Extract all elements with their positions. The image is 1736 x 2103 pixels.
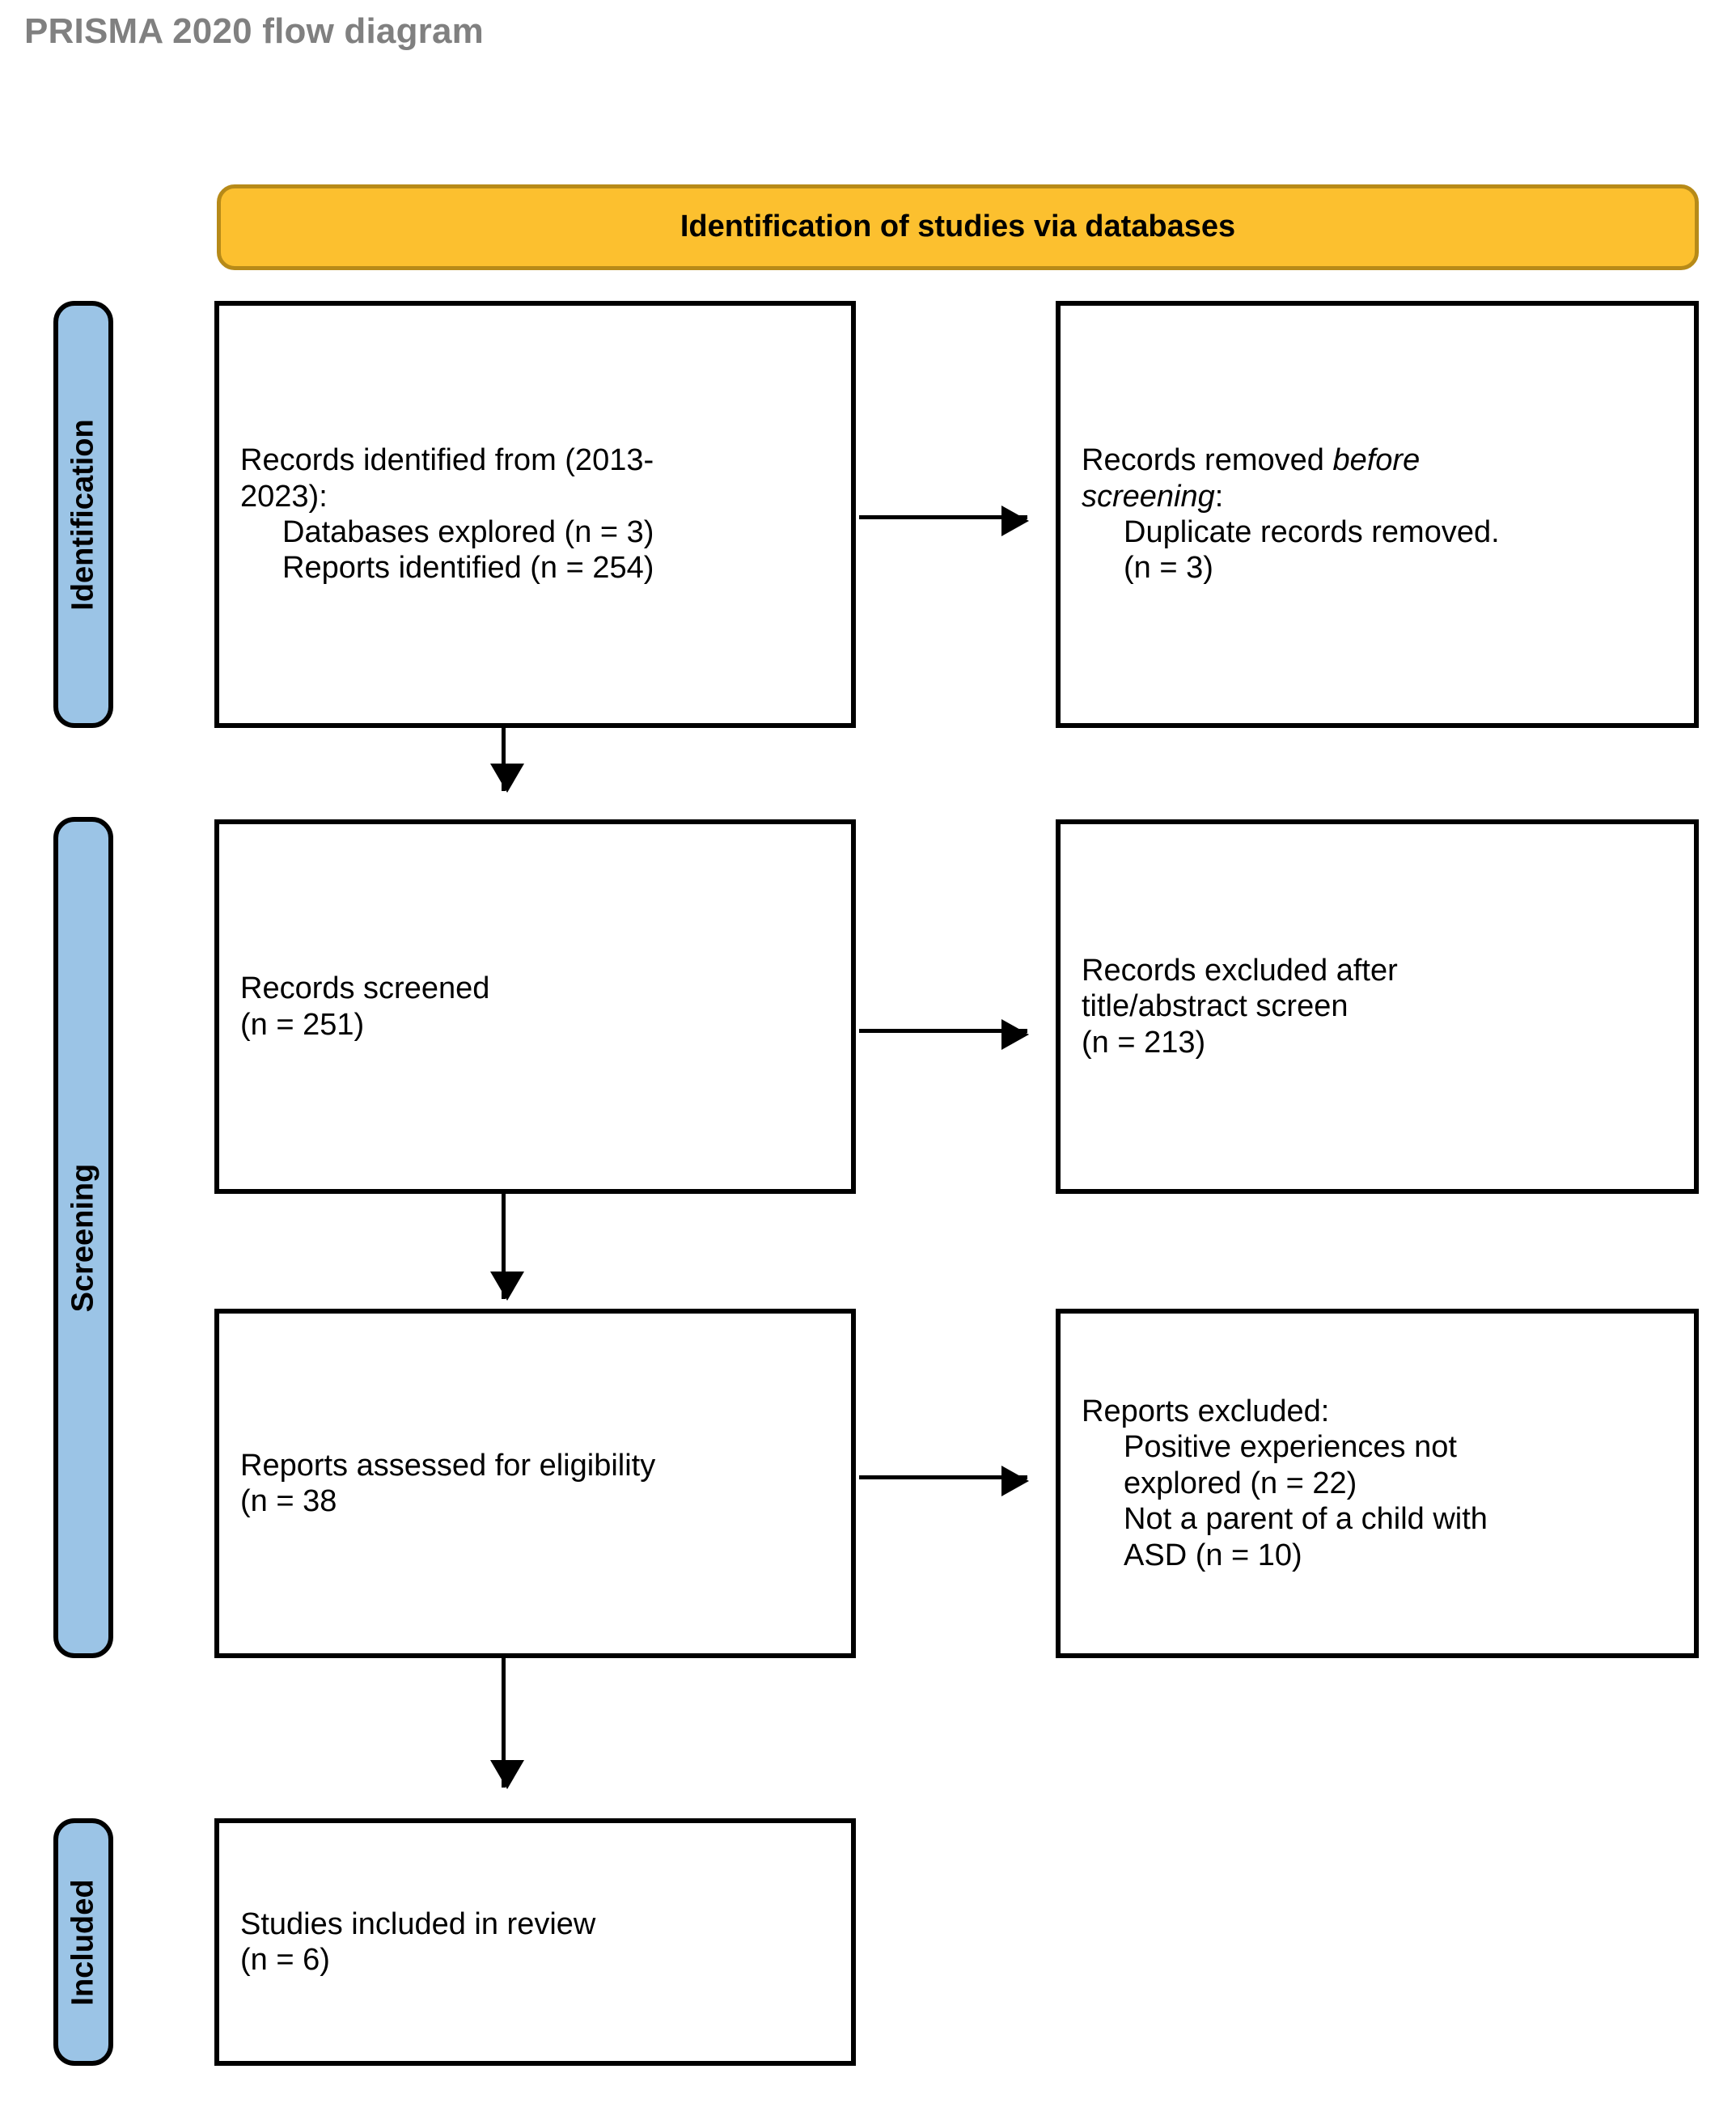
reports-excluded-line-3: explored (n = 22): [1124, 1466, 1357, 1500]
reports-excluded-line-4: Not a parent of a child with: [1124, 1502, 1488, 1537]
studies-included-line-1: Studies included in review: [240, 1906, 596, 1941]
stage-sidebar-screening: Screening: [53, 817, 113, 1658]
arrow-identified-to-screened: [490, 728, 524, 793]
arrow-assessed-to-included: [490, 1658, 524, 1789]
arrow-screened-to-assessed: [490, 1194, 524, 1301]
records-removed-line-4: (n = 3): [1124, 551, 1213, 586]
records-identified-line-2: 2023):: [240, 479, 328, 514]
identification-banner: Identification of studies via databases: [217, 184, 1699, 270]
reports-assessed-line-2: (n = 38: [240, 1484, 337, 1518]
box-records-removed: Records removed before screening: Duplic…: [1056, 301, 1699, 728]
box-studies-included: Studies included in review (n = 6): [214, 1818, 856, 2066]
arrow-assessed-to-reports-excluded: [859, 1466, 1029, 1496]
records-screened-line-2: (n = 251): [240, 1007, 365, 1042]
box-records-screened: Records screened (n = 251): [214, 819, 856, 1194]
stage-label-included: Included: [66, 1878, 100, 2006]
reports-assessed-line-1: Reports assessed for eligibility: [240, 1448, 656, 1483]
records-identified-line-3: Databases explored (n = 3): [282, 515, 654, 549]
reports-excluded-line-5: ASD (n = 10): [1124, 1538, 1302, 1572]
records-removed-line-2-italic: screening: [1082, 479, 1215, 514]
box-records-excluded: Records excluded after title/abstract sc…: [1056, 819, 1699, 1194]
records-identified-line-4: Reports identified (n = 254): [282, 551, 654, 586]
reports-excluded-line-2: Positive experiences not: [1124, 1430, 1457, 1465]
identification-banner-label: Identification of studies via databases: [680, 209, 1236, 244]
stage-label-screening: Screening: [66, 1163, 100, 1312]
records-screened-line-1: Records screened: [240, 971, 490, 1006]
records-excluded-line-1: Records excluded after: [1082, 953, 1398, 988]
records-removed-line-2-plain: :: [1214, 479, 1224, 514]
records-removed-line-2: screening:: [1082, 479, 1673, 514]
records-excluded-line-3: (n = 213): [1082, 1025, 1206, 1060]
records-excluded-line-2: title/abstract screen: [1082, 989, 1349, 1024]
page-title: PRISMA 2020 flow diagram: [24, 11, 484, 51]
stage-sidebar-identification: Identification: [53, 301, 113, 728]
records-removed-line-1-italic: before: [1332, 443, 1421, 478]
records-identified-line-1: Records identified from (2013-: [240, 443, 654, 478]
studies-included-line-2: (n = 6): [240, 1943, 330, 1977]
box-reports-assessed: Reports assessed for eligibility (n = 38: [214, 1309, 856, 1658]
records-removed-line-1: Records removed before: [1082, 442, 1673, 478]
records-removed-line-1-plain: Records removed: [1082, 443, 1333, 478]
arrow-identified-to-removed: [859, 506, 1029, 536]
box-records-identified: Records identified from (2013- 2023): Da…: [214, 301, 856, 728]
records-removed-line-3: Duplicate records removed.: [1124, 515, 1500, 549]
box-reports-excluded: Reports excluded: Positive experiences n…: [1056, 1309, 1699, 1658]
stage-label-identification: Identification: [66, 418, 100, 611]
reports-excluded-line-1: Reports excluded:: [1082, 1394, 1330, 1428]
stage-sidebar-included: Included: [53, 1818, 113, 2066]
arrow-screened-to-excluded: [859, 1019, 1029, 1050]
